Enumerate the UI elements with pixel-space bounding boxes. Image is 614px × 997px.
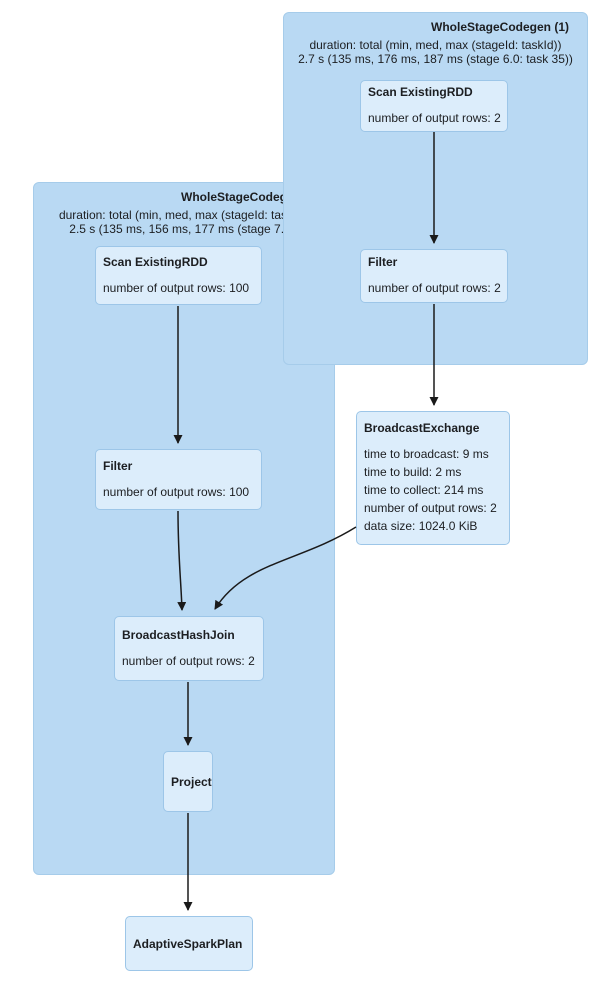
duration-value: 2.5 s (135 ms, 156 ms, 177 ms (stage 7.0… — [69, 222, 283, 236]
metric-output-rows: number of output rows: 2 — [368, 111, 501, 125]
duration-label: duration: total (min, med, max (stageId:… — [58, 208, 283, 222]
node-adaptive-spark-plan[interactable]: AdaptiveSparkPlan — [125, 916, 253, 971]
metric-time-to-collect: time to collect: 214 ms — [364, 483, 484, 497]
node-metrics: number of output rows: 100 — [103, 279, 254, 297]
cluster-wholestagecodegen-1[interactable]: WholeStageCodegen (1) duration: total (m… — [283, 12, 588, 365]
duration-label: duration: total (min, med, max (stageId:… — [309, 38, 562, 52]
metric-data-size: data size: 1024.0 KiB — [364, 519, 478, 533]
node-filter-1[interactable]: Filter number of output rows: 2 — [360, 249, 508, 303]
cluster-title: WholeStageCodegen (1) — [431, 20, 570, 34]
node-metrics: time to broadcast: 9 ms time to build: 2… — [364, 445, 502, 535]
node-project[interactable]: Project — [163, 751, 213, 812]
node-metrics: number of output rows: 100 — [103, 483, 254, 501]
node-title: Project — [171, 774, 212, 789]
node-title: BroadcastHashJoin — [122, 627, 235, 642]
node-broadcast-exchange[interactable]: BroadcastExchange time to broadcast: 9 m… — [356, 411, 510, 545]
node-title: Scan ExistingRDD — [368, 85, 473, 99]
node-filter-2[interactable]: Filter number of output rows: 100 — [95, 449, 262, 510]
metric-output-rows: number of output rows: 2 — [364, 501, 497, 515]
node-metrics: number of output rows: 2 — [122, 652, 256, 670]
node-title: AdaptiveSparkPlan — [133, 936, 243, 951]
cluster-duration: duration: total (min, med, max (stageId:… — [284, 38, 587, 66]
node-metrics: number of output rows: 2 — [368, 109, 501, 127]
node-title: Scan ExistingRDD — [103, 254, 208, 269]
cluster-header: WholeStageCodegen (2) duration: total (m… — [34, 183, 283, 249]
metric-output-rows: number of output rows: 100 — [103, 484, 250, 499]
duration-value: 2.7 s (135 ms, 176 ms, 187 ms (stage 6.0… — [298, 52, 573, 66]
cluster-duration: duration: total (min, med, max (stageId:… — [34, 208, 283, 236]
node-title: Filter — [103, 458, 133, 473]
node-title: Filter — [368, 255, 398, 269]
node-scan-existingrdd-2[interactable]: Scan ExistingRDD number of output rows: … — [95, 246, 262, 305]
metric-output-rows: number of output rows: 100 — [103, 280, 250, 295]
node-scan-existingrdd-1[interactable]: Scan ExistingRDD number of output rows: … — [360, 80, 508, 132]
metric-time-to-broadcast: time to broadcast: 9 ms — [364, 447, 489, 461]
metric-time-to-build: time to build: 2 ms — [364, 465, 462, 479]
cluster-title: WholeStageCodegen (2) — [181, 190, 283, 204]
node-title: BroadcastExchange — [364, 421, 480, 435]
node-broadcast-hash-join[interactable]: BroadcastHashJoin number of output rows:… — [114, 616, 264, 681]
metric-output-rows: number of output rows: 2 — [122, 653, 255, 668]
node-metrics: number of output rows: 2 — [368, 279, 501, 297]
metric-output-rows: number of output rows: 2 — [368, 281, 501, 295]
cluster-header: WholeStageCodegen (1) duration: total (m… — [284, 13, 587, 79]
